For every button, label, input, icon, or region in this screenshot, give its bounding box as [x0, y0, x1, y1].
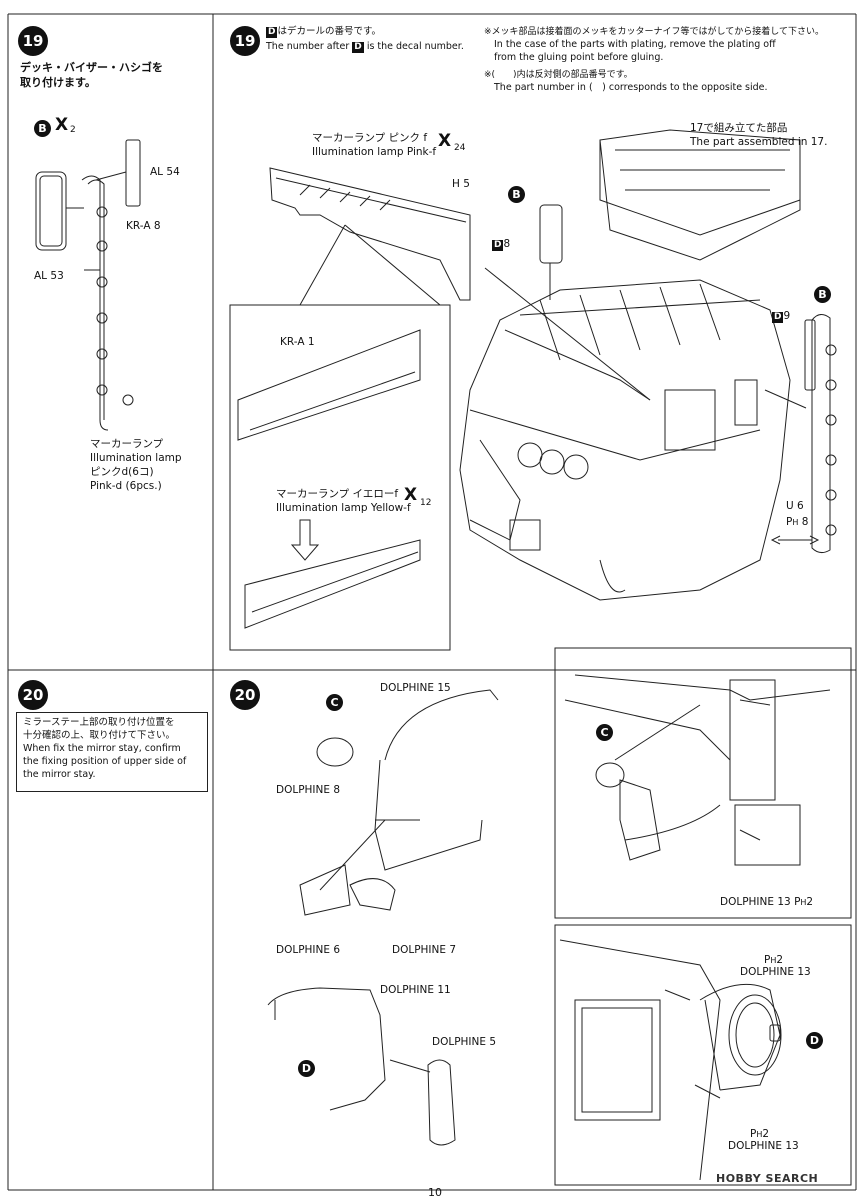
- label-dolphine6: DOLPHINE 6: [276, 944, 341, 956]
- step-20-badge: 20: [18, 680, 48, 710]
- yellowf-en: Illumination lamp Yellow-f: [276, 502, 411, 514]
- marker-c: C: [326, 694, 343, 711]
- yellowf-x-mark: X: [404, 485, 418, 505]
- label-dolphine13-b: DOLPHINE 13: [740, 966, 811, 978]
- left19-title-line1: デッキ・バイザー・ハシゴを: [20, 61, 163, 74]
- note-jp1: ミラーステー上部の取り付け位置を: [23, 717, 175, 728]
- label-h5: H 5: [452, 178, 470, 190]
- yellowf-jp: マーカーランプ イエローf: [276, 488, 399, 500]
- marker-d-inset: D: [806, 1032, 823, 1049]
- page-number: 10: [428, 1186, 442, 1199]
- lamp-jp: マーカーランプ: [90, 438, 164, 450]
- pink-jp: ピンクd(6コ): [90, 466, 154, 478]
- pinkf-x-mark: X: [438, 131, 452, 151]
- yellowf-num: 12: [420, 498, 432, 508]
- label-ph2-c: PH2: [750, 1128, 770, 1140]
- label-dolphine5: DOLPHINE 5: [432, 1036, 497, 1048]
- label-dolphine7: DOLPHINE 7: [392, 944, 457, 956]
- note-en2: the fixing position of upper side of: [23, 756, 187, 767]
- label-dolphine13-ph2-a: DOLPHINE 13 PH2: [720, 896, 814, 908]
- watermark: HOBBY SEARCH: [716, 1172, 819, 1185]
- step-19-main-badge: 19: [230, 26, 260, 56]
- marker-b-right: B: [814, 286, 831, 303]
- label-ph2-b: PH2: [764, 954, 784, 966]
- note-jp2: 十分確認の上、取り付けて下さい。: [23, 730, 176, 741]
- label-kra8: KR-A 8: [126, 220, 161, 232]
- assembled-en: The part assembled in 17.: [690, 136, 828, 148]
- lamp-en: Illumination lamp: [90, 452, 182, 464]
- pinkf-num: 24: [454, 143, 466, 153]
- marker-d: D: [298, 1060, 315, 1077]
- decal-x-mark: X: [55, 115, 69, 135]
- plating-note-en1: In the case of the parts with plating, r…: [494, 39, 776, 50]
- label-dolphine11: DOLPHINE 11: [380, 984, 451, 996]
- pinkf-en: Illumination lamp Pink-f: [312, 146, 437, 158]
- label-dolphine15: DOLPHINE 15: [380, 682, 451, 694]
- opposite-note-jp: ※( )内は反対側の部品番号です。: [484, 70, 633, 80]
- label-u6: U 6: [786, 500, 804, 512]
- marker-b: B: [34, 120, 51, 137]
- label-dolphine8: DOLPHINE 8: [276, 784, 341, 796]
- pinkf-jp: マーカーランプ ピンク f: [312, 132, 428, 144]
- step-20-main-badge: 20: [230, 680, 260, 710]
- plating-note-jp: ※メッキ部品は接着面のメッキをカッターナイフ等ではがしてから接着して下さい。: [484, 27, 825, 37]
- decal-x-num: 2: [70, 125, 76, 135]
- marker-c-inset: C: [596, 724, 613, 741]
- label-kra1: KR-A 1: [280, 336, 315, 348]
- label-al54: AL 54: [150, 166, 180, 178]
- pink-en: Pink-d (6pcs.): [90, 480, 162, 492]
- note-en3: the mirror stay.: [23, 769, 96, 780]
- opposite-note-en: The part number in ( ) corresponds to th…: [494, 82, 768, 93]
- marker-b-main: B: [508, 186, 525, 203]
- label-ph8: PH 8: [786, 516, 809, 528]
- label-al53: AL 53: [34, 270, 64, 282]
- step-20-note-box: ミラーステー上部の取り付け位置を 十分確認の上、取り付けて下さい。 When f…: [16, 712, 208, 792]
- note-en1: When fix the mirror stay, confirm: [23, 743, 181, 754]
- assembled-jp: 17で組み立てた部品: [690, 122, 788, 134]
- label-dolphine13-c: DOLPHINE 13: [728, 1140, 799, 1152]
- step-19-badge: 19: [18, 26, 48, 56]
- left19-title-line2: 取り付けます。: [20, 76, 96, 89]
- plating-note-en2: from the gluing point before gluing.: [494, 52, 664, 63]
- decal-note-en: The number after D is the decal number.: [266, 41, 464, 53]
